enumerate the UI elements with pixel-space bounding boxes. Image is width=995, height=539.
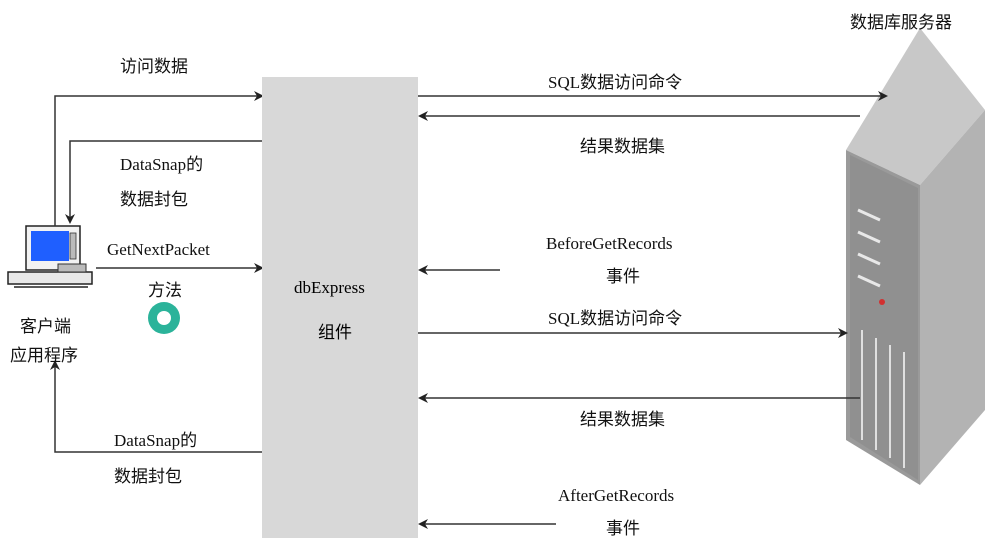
sql-cmd-label-1: SQL数据访问命令 <box>548 73 683 92</box>
datasnap-bottom-label-1: DataSnap的 <box>114 431 198 450</box>
datasnap-top-arrow <box>65 140 262 224</box>
datasnap-bottom-arrow <box>50 360 262 453</box>
before-event-label-1: BeforeGetRecords <box>546 234 673 253</box>
datasnap-top-label-1: DataSnap的 <box>120 155 204 174</box>
client-computer-icon <box>7 225 93 288</box>
sql-cmd-label-2: SQL数据访问命令 <box>548 309 683 328</box>
before-event-label-2: 事件 <box>606 267 640 287</box>
dbexpress-component-box <box>262 77 418 538</box>
right-connectors <box>418 91 888 529</box>
access-data-arrow <box>54 91 264 226</box>
getnextpacket-label-1: GetNextPacket <box>107 240 210 259</box>
client-label-line2: 应用程序 <box>10 346 78 366</box>
access-data-label: 访问数据 <box>120 57 188 77</box>
after-event-label-2: 事件 <box>606 519 640 539</box>
result-set-label-2: 结果数据集 <box>580 410 665 430</box>
left-connectors <box>50 91 264 453</box>
component-subtitle: 组件 <box>318 323 352 343</box>
datasnap-top-label-2: 数据封包 <box>120 190 188 210</box>
client-label-line1: 客户端 <box>20 317 71 337</box>
result-set-label-1: 结果数据集 <box>580 137 665 157</box>
server-label: 数据库服务器 <box>850 13 952 33</box>
getnextpacket-label-2: 方法 <box>148 281 182 301</box>
database-server-icon <box>846 28 985 485</box>
datasnap-bottom-label-2: 数据封包 <box>114 467 182 487</box>
method-ring-icon <box>148 302 180 334</box>
after-event-label-1: AfterGetRecords <box>558 486 675 505</box>
component-name: dbExpress <box>294 278 365 297</box>
